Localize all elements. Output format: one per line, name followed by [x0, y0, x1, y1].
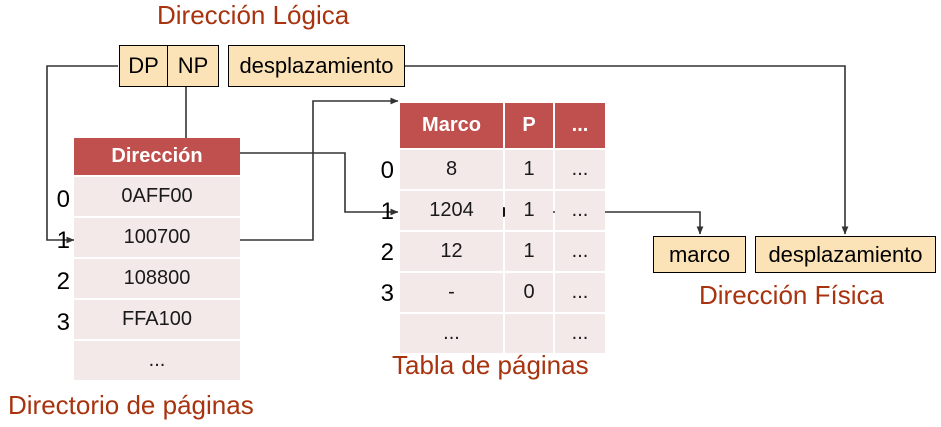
page-table-cell-marco: -: [400, 273, 503, 312]
page-table-cell-p: 1: [505, 150, 553, 189]
title-physical-address: Dirección Física: [699, 280, 884, 310]
page-directory-cell-direccion: FFA100: [74, 300, 240, 339]
page-table-cell-ellipsis: ...: [555, 150, 605, 189]
page-table-col-ellipsis: ...: [555, 103, 605, 148]
page-table-cell-marco: ...: [400, 314, 503, 353]
page-directory-col-direccion: Dirección: [74, 138, 240, 175]
page-table-cell-ellipsis: ...: [555, 273, 605, 312]
page-directory-index-1: 1: [56, 227, 70, 254]
logical-field-desplazamiento[interactable]: desplazamiento: [228, 45, 405, 87]
page-table-header-row: Marco P ...: [400, 103, 605, 148]
table-row[interactable]: 0AFF00: [74, 177, 240, 216]
page-directory-index-3: 3: [56, 309, 70, 336]
table-row[interactable]: 12 1 ...: [400, 232, 605, 271]
wire-offset-to-physical-offset: [404, 65, 849, 235]
page-table-index-2: 2: [380, 239, 394, 266]
physical-field-marco[interactable]: marco: [653, 236, 746, 273]
page-table-cell-marco: 1204: [400, 191, 503, 230]
page-table-cell-ellipsis: ...: [555, 232, 605, 271]
page-directory-cell-direccion: 100700: [74, 218, 240, 257]
title-page-directory: Directorio de páginas: [8, 390, 254, 420]
page-table-cell-p: 1: [505, 191, 553, 230]
page-table-cell-p: 1: [505, 232, 553, 271]
page-table-index-1: 1: [380, 198, 394, 225]
wire-np-to-pagetable: [185, 82, 399, 216]
table-row[interactable]: - 0 ...: [400, 273, 605, 312]
page-table-col-marco: Marco: [400, 103, 503, 148]
table-row[interactable]: 8 1 ...: [400, 150, 605, 189]
title-logical-address: Dirección Lógica: [157, 0, 350, 30]
page-table-col-p: P: [505, 103, 553, 148]
page-table-cell-p: [505, 314, 553, 353]
page-table-index-0: 0: [380, 157, 394, 184]
page-table-cell-ellipsis: ...: [555, 314, 605, 353]
logical-field-np[interactable]: NP: [167, 45, 219, 87]
table-row[interactable]: 100700: [74, 218, 240, 257]
wire-directory-to-pagetable: [234, 97, 399, 241]
table-row[interactable]: ... ...: [400, 314, 605, 353]
page-directory-cell-direccion: 0AFF00: [74, 177, 240, 216]
page-directory-header-row: Dirección: [74, 138, 240, 175]
page-directory-index-0: 0: [56, 186, 70, 213]
page-table: Marco P ... 8 1 ... 1204 1 ... 12 1 ... …: [400, 103, 605, 353]
page-directory-cell-direccion: ...: [74, 341, 240, 380]
page-directory-cell-direccion: 108800: [74, 259, 240, 298]
page-table-index-3: 3: [380, 280, 394, 307]
wire-dp-to-directory: [46, 65, 118, 244]
logical-field-dp[interactable]: DP: [119, 45, 168, 87]
page-table-cell-ellipsis: ...: [555, 191, 605, 230]
table-row[interactable]: FFA100: [74, 300, 240, 339]
page-table-cell-p: 0: [505, 273, 553, 312]
table-row[interactable]: ...: [74, 341, 240, 380]
table-row[interactable]: 108800: [74, 259, 240, 298]
page-directory-index-2: 2: [56, 268, 70, 295]
title-page-table: Tabla de páginas: [392, 350, 589, 380]
page-directory-table: Dirección 0AFF00 100700 108800 FFA100 ..…: [74, 138, 240, 380]
physical-field-desplazamiento[interactable]: desplazamiento: [755, 236, 936, 273]
table-row[interactable]: 1204 1 ...: [400, 191, 605, 230]
page-table-cell-marco: 12: [400, 232, 503, 271]
page-table-cell-marco: 8: [400, 150, 503, 189]
